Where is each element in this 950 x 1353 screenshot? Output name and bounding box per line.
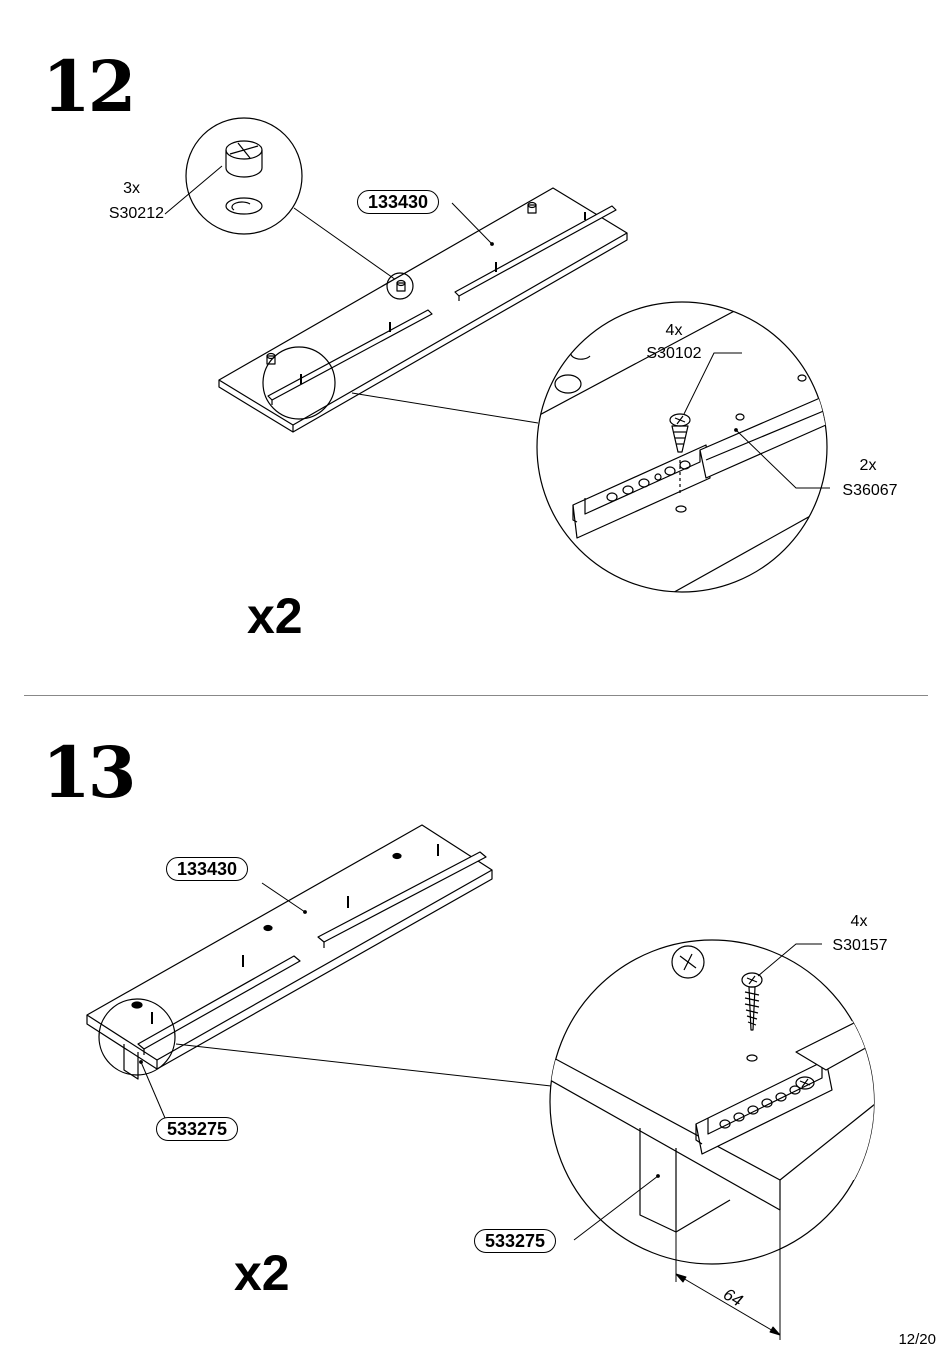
callout-code-s30212: S30212 — [108, 205, 164, 222]
section-divider — [24, 695, 928, 696]
cam-lock-icon — [225, 140, 263, 215]
callout-code-s30157: S30157 — [832, 937, 888, 954]
board-133430 — [218, 187, 628, 433]
leg-533275 — [639, 1128, 731, 1233]
callout-code-s36067: S36067 — [842, 482, 898, 499]
rail-detail-circle — [536, 301, 828, 593]
wood-screw-icon — [741, 972, 763, 1062]
screw-icon — [669, 413, 691, 513]
cam-detail-circle — [185, 117, 303, 235]
callout-qty-s30102: 4x — [665, 322, 683, 339]
step13-drawing — [86, 824, 875, 1340]
step12-drawing — [164, 117, 830, 593]
page-number: 12/20 — [898, 1331, 936, 1348]
part-label-133430-step13: 133430 — [166, 857, 249, 881]
callout-qty-s30157: 4x — [850, 913, 868, 930]
part-label-533275: 533275 — [156, 1117, 239, 1141]
callout-qty-s30212: 3x — [123, 180, 140, 197]
step-number-12: 12 — [42, 45, 136, 128]
callout-qty-s36067: 2x — [859, 457, 877, 474]
leg-detail-circle-small — [98, 998, 176, 1076]
quantity-multiplier-12: x2 — [247, 588, 303, 644]
board-133430-step13 — [86, 824, 493, 1080]
part-label-133430: 133430 — [357, 190, 440, 214]
drawer-rail — [572, 374, 827, 539]
rail-detail-circle-small — [262, 346, 336, 420]
quantity-multiplier-13: x2 — [234, 1245, 290, 1301]
part-label-533275-detail: 533275 — [474, 1229, 557, 1253]
callout-code-s30102: S30102 — [646, 345, 702, 362]
dimension-64 — [675, 1210, 781, 1340]
step-number-13: 13 — [42, 731, 136, 814]
